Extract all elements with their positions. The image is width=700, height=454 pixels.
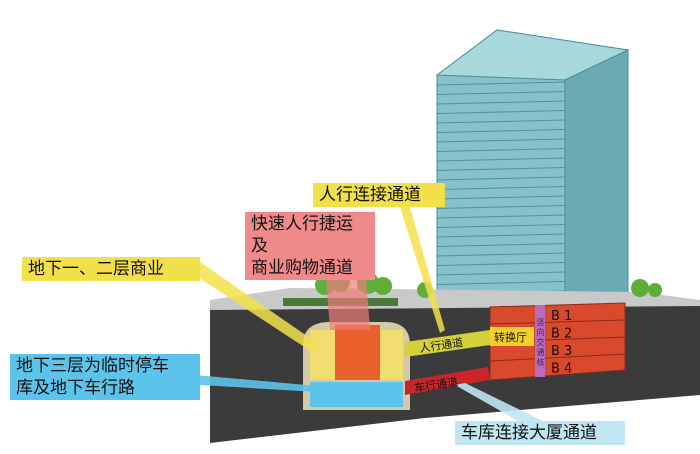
- tower: [435, 29, 630, 306]
- tower-floor-line: [436, 271, 566, 276]
- label-commercial: 地下一、二层商业: [22, 257, 200, 281]
- tower-floor-line: [436, 176, 566, 181]
- tower-floor-line: [436, 205, 566, 209]
- tower-floor-line: [436, 186, 566, 190]
- tower-floor-line: [436, 119, 566, 124]
- pedestrian-passage: [405, 330, 490, 357]
- core-label: 竖向交通核: [536, 318, 545, 368]
- tower-floor-line: [436, 91, 566, 95]
- pointer-rapid: [325, 265, 370, 330]
- floor-label-4: B 4: [551, 362, 572, 377]
- pointer-commercial: [190, 262, 320, 352]
- pointer-parking: [195, 375, 318, 392]
- label-pedestrian-link: 人行连接通道: [313, 183, 445, 207]
- tower-floor-line: [436, 81, 566, 86]
- transfer-hall-box: [490, 327, 534, 346]
- tower-floor-line: [436, 148, 566, 152]
- floor-label-3: B 3: [551, 344, 572, 359]
- tower-floor-line: [436, 167, 566, 171]
- label-garage-link: 车库连接大厦通道: [455, 421, 625, 445]
- tower-floor-line: [436, 129, 566, 133]
- label-parking: 地下三层为临时停车 库及地下车行路: [10, 354, 200, 400]
- floor-label-2: B 2: [551, 327, 572, 342]
- tunnel: [303, 322, 410, 410]
- core-bar: [535, 305, 545, 377]
- vehicle-passage-label: 车行通道: [413, 374, 459, 395]
- label-rapid-line1: 快速人行捷运及: [251, 214, 353, 256]
- tower-floor-line: [436, 233, 566, 238]
- tower-floor-line: [436, 281, 566, 285]
- tower-floor-line: [436, 262, 566, 266]
- label-parking-line1: 地下三层为临时停车: [16, 356, 169, 376]
- tower-floor-line: [436, 110, 566, 114]
- pedestrian-passage-label: 人行通道: [418, 335, 464, 355]
- tower-floor-line: [436, 214, 566, 219]
- tower-floor-line: [436, 157, 566, 162]
- floor-label-1: B 1: [551, 309, 572, 324]
- transfer-hall-label: 转换厅: [494, 330, 527, 344]
- tower-floor-line: [436, 138, 566, 143]
- basement-block: [489, 302, 626, 381]
- tower-floor-line: [436, 243, 566, 247]
- tower-floor-line: [436, 100, 566, 105]
- label-rapid-line2: 商业购物通道: [251, 258, 353, 278]
- pointer-pedestrian: [400, 207, 445, 333]
- label-parking-line2: 库及地下车行路: [16, 378, 135, 398]
- vehicle-passage: [405, 367, 490, 395]
- label-rapid-transit: 快速人行捷运及 商业购物通道: [245, 212, 375, 280]
- tower-floor-line: [436, 224, 566, 228]
- tower-floor-line: [436, 195, 566, 200]
- pointer-garage: [455, 383, 545, 422]
- tower-floor-line: [436, 252, 566, 257]
